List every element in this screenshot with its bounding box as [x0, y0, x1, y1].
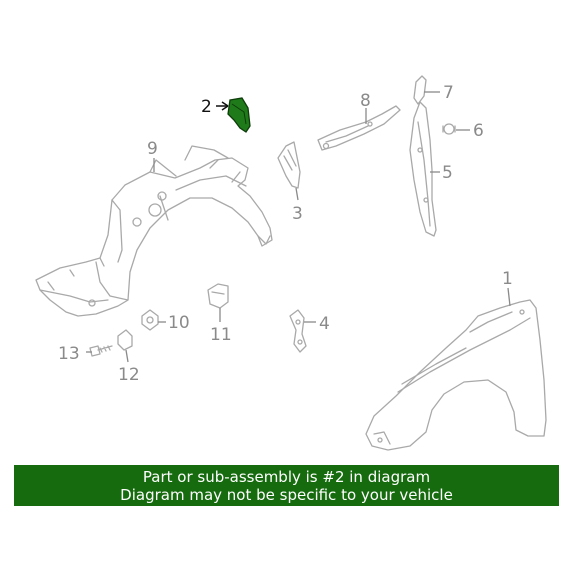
callout-5: 5 — [442, 163, 453, 183]
leader-12 — [125, 349, 129, 363]
callout-3: 3 — [292, 204, 303, 224]
part-4-bracket — [289, 309, 307, 353]
callout-9: 9 — [147, 139, 158, 159]
leader-1 — [507, 287, 511, 307]
callout-8: 8 — [360, 91, 371, 111]
part-5-vertical-bracket — [409, 101, 437, 237]
callout-2: 2 — [201, 97, 212, 117]
callout-1: 1 — [502, 269, 513, 289]
callout-6: 6 — [473, 121, 484, 141]
part-9-fender-liner — [35, 145, 273, 317]
callout-4: 4 — [319, 314, 330, 334]
callout-11: 11 — [210, 325, 232, 345]
banner-line-2: Diagram may not be specific to your vehi… — [120, 486, 453, 504]
part-11-bracket — [207, 283, 229, 309]
callout-13: 13 — [58, 344, 80, 364]
part-10-clip — [141, 309, 159, 331]
part-1-fender — [365, 299, 547, 451]
callout-10: 10 — [168, 313, 190, 333]
part-2-bracket — [227, 97, 251, 133]
part-8-rail — [317, 105, 401, 151]
callout-12: 12 — [118, 365, 140, 385]
part-6-push-clip — [442, 123, 456, 135]
part-12-nut — [117, 329, 133, 351]
part-13-bolt — [89, 345, 113, 357]
leader-2-arrow — [221, 101, 229, 111]
leader-3 — [295, 187, 299, 201]
banner-line-1: Part or sub-assembly is #2 in diagram — [142, 468, 431, 486]
info-banner: Part or sub-assembly is #2 in diagram Di… — [14, 465, 559, 506]
callout-7: 7 — [443, 83, 454, 103]
part-7-clip — [413, 75, 427, 105]
part-3-seal — [277, 141, 301, 189]
